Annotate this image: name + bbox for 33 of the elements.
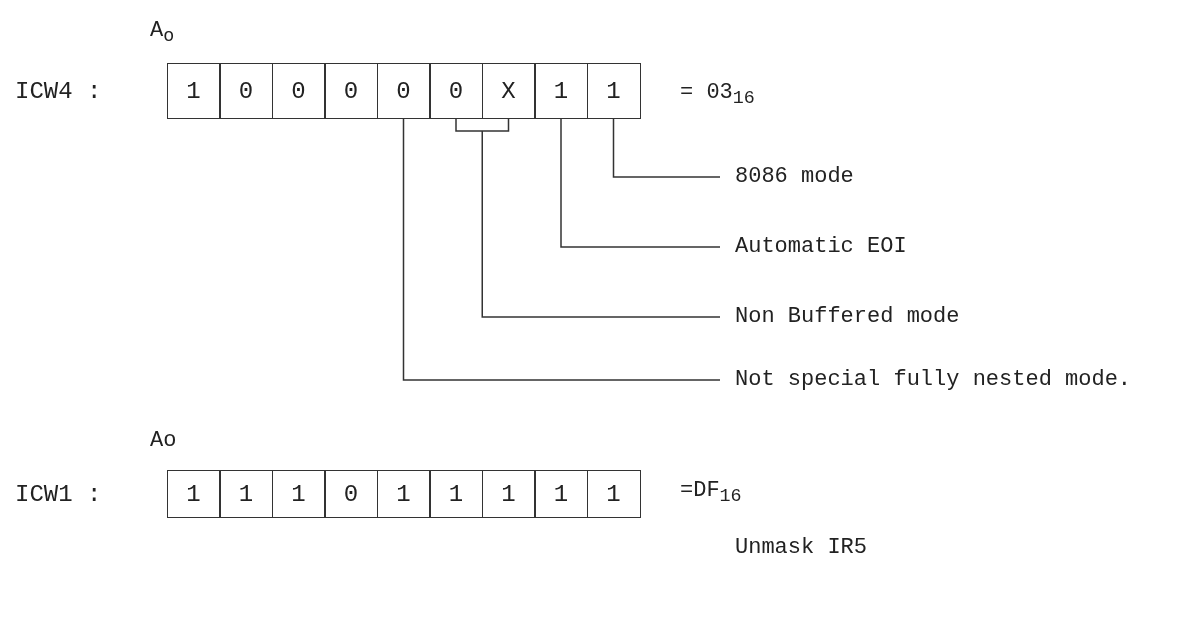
- bit-cell: 0: [429, 63, 483, 119]
- label-text: Unmask IR5: [735, 535, 868, 560]
- bit-cell: 0: [219, 63, 273, 119]
- bit-cell: 0: [324, 470, 378, 518]
- bit-cell: 1: [429, 470, 483, 518]
- bit-cell: 1: [481, 470, 536, 518]
- callout-text: Automatic EOI: [735, 232, 907, 262]
- leader-line: [560, 118, 721, 248]
- bit-cell: 1: [534, 470, 588, 518]
- register-name: ICW1 :: [15, 480, 103, 508]
- bit-cell: 1: [586, 63, 641, 119]
- bit-cell: 1: [534, 63, 588, 119]
- label-text: = 03$_{16}$: [680, 80, 755, 110]
- leader-line: [455, 118, 721, 318]
- leader-line: [402, 118, 721, 381]
- bit-cell: 0: [324, 63, 378, 119]
- leader-line: [612, 118, 721, 178]
- bit-cell: X: [481, 63, 536, 119]
- callout-text: 8086 mode: [735, 162, 854, 192]
- bit-cell: 1: [376, 470, 431, 518]
- bit-cell: 1: [166, 63, 221, 119]
- bit-cell: 1: [271, 470, 326, 518]
- bit-cell: 0: [271, 63, 326, 119]
- bit-cell: 0: [376, 63, 431, 119]
- label-text: A$_{o}$: [150, 18, 175, 48]
- bit-cell: 1: [586, 470, 641, 518]
- label-text: Ao: [150, 428, 177, 453]
- bit-cell: 1: [219, 470, 273, 518]
- label-text: =DF$_{16}$: [680, 478, 742, 508]
- register-name: ICW4 :: [15, 77, 103, 105]
- bit-cell: 1: [166, 470, 221, 518]
- callout-text: Non Buffered mode: [735, 302, 960, 332]
- callout-text: Not special fully nested mode.: [735, 365, 1132, 395]
